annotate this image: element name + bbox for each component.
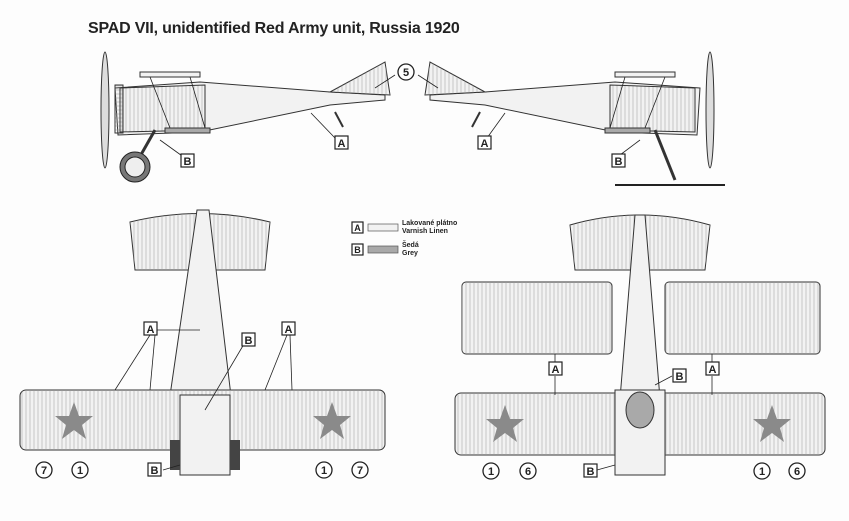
callout-7: 7: [35, 461, 53, 479]
svg-text:A: A: [552, 364, 560, 376]
svg-text:Šedá: Šedá: [402, 240, 419, 249]
callout-1: 1: [482, 462, 500, 480]
svg-text:Grey: Grey: [402, 250, 418, 257]
callout-A: A: [705, 361, 720, 376]
svg-text:7: 7: [41, 465, 47, 477]
svg-text:B: B: [615, 156, 623, 168]
page-title: SPAD VII, unidentified Red Army unit, Ru…: [88, 20, 460, 37]
svg-text:B: B: [587, 466, 595, 478]
bottom-view: [454, 214, 826, 476]
svg-text:B: B: [184, 156, 192, 168]
svg-text:A: A: [285, 324, 293, 336]
propeller: [100, 51, 110, 169]
legend-item-grey: B Šedá Grey: [351, 240, 419, 257]
callout-A: A: [143, 321, 158, 336]
svg-text:1: 1: [759, 466, 765, 478]
swatch-grey: [367, 245, 399, 254]
svg-text:A: A: [481, 138, 489, 150]
callout-5: 5: [397, 63, 415, 81]
swatch-linen: [367, 223, 399, 232]
callout-A: A: [548, 361, 563, 376]
callout-B: B: [147, 462, 162, 477]
engine: [179, 394, 231, 476]
callout-1: 1: [315, 461, 333, 479]
svg-text:5: 5: [403, 67, 409, 79]
wheel: [124, 156, 146, 178]
svg-text:Lakované plátno: Lakované plátno: [402, 220, 457, 227]
cockpit: [625, 391, 655, 429]
callout-B: B: [241, 332, 256, 347]
upper-wing: [139, 71, 201, 78]
svg-text:6: 6: [525, 466, 531, 478]
side-view-right: [424, 51, 725, 186]
svg-text:B: B: [354, 245, 361, 255]
callout-6: 6: [788, 462, 806, 480]
callout-A: A: [281, 321, 296, 336]
svg-text:6: 6: [794, 466, 800, 478]
side-view-left: [100, 51, 391, 183]
callout-7: 7: [351, 461, 369, 479]
leader-lines: [114, 74, 713, 471]
svg-text:B: B: [676, 371, 684, 383]
svg-text:7: 7: [357, 465, 363, 477]
callout-B: B: [611, 153, 626, 168]
svg-text:B: B: [245, 335, 253, 347]
svg-text:A: A: [709, 364, 717, 376]
callout-A: A: [477, 135, 492, 150]
legend: A Lakované plátno Varnish Linen B Šedá G…: [351, 220, 457, 257]
legend-item-linen: A Lakované plátno Varnish Linen: [351, 220, 457, 235]
svg-text:1: 1: [77, 465, 83, 477]
callout-B: B: [180, 153, 195, 168]
lower-wing: [164, 127, 211, 134]
svg-text:A: A: [354, 223, 361, 233]
svg-text:A: A: [338, 138, 346, 150]
callout-A: A: [334, 135, 349, 150]
svg-text:A: A: [147, 324, 155, 336]
svg-text:1: 1: [321, 465, 327, 477]
callout-1: 1: [753, 462, 771, 480]
callout-B: B: [672, 368, 687, 383]
svg-text:1: 1: [488, 466, 494, 478]
callout-6: 6: [519, 462, 537, 480]
svg-text:B: B: [151, 465, 159, 477]
callout-1: 1: [71, 461, 89, 479]
top-view: [19, 209, 386, 476]
callout-B: B: [583, 463, 598, 478]
svg-text:Varnish Linen: Varnish Linen: [402, 228, 448, 235]
